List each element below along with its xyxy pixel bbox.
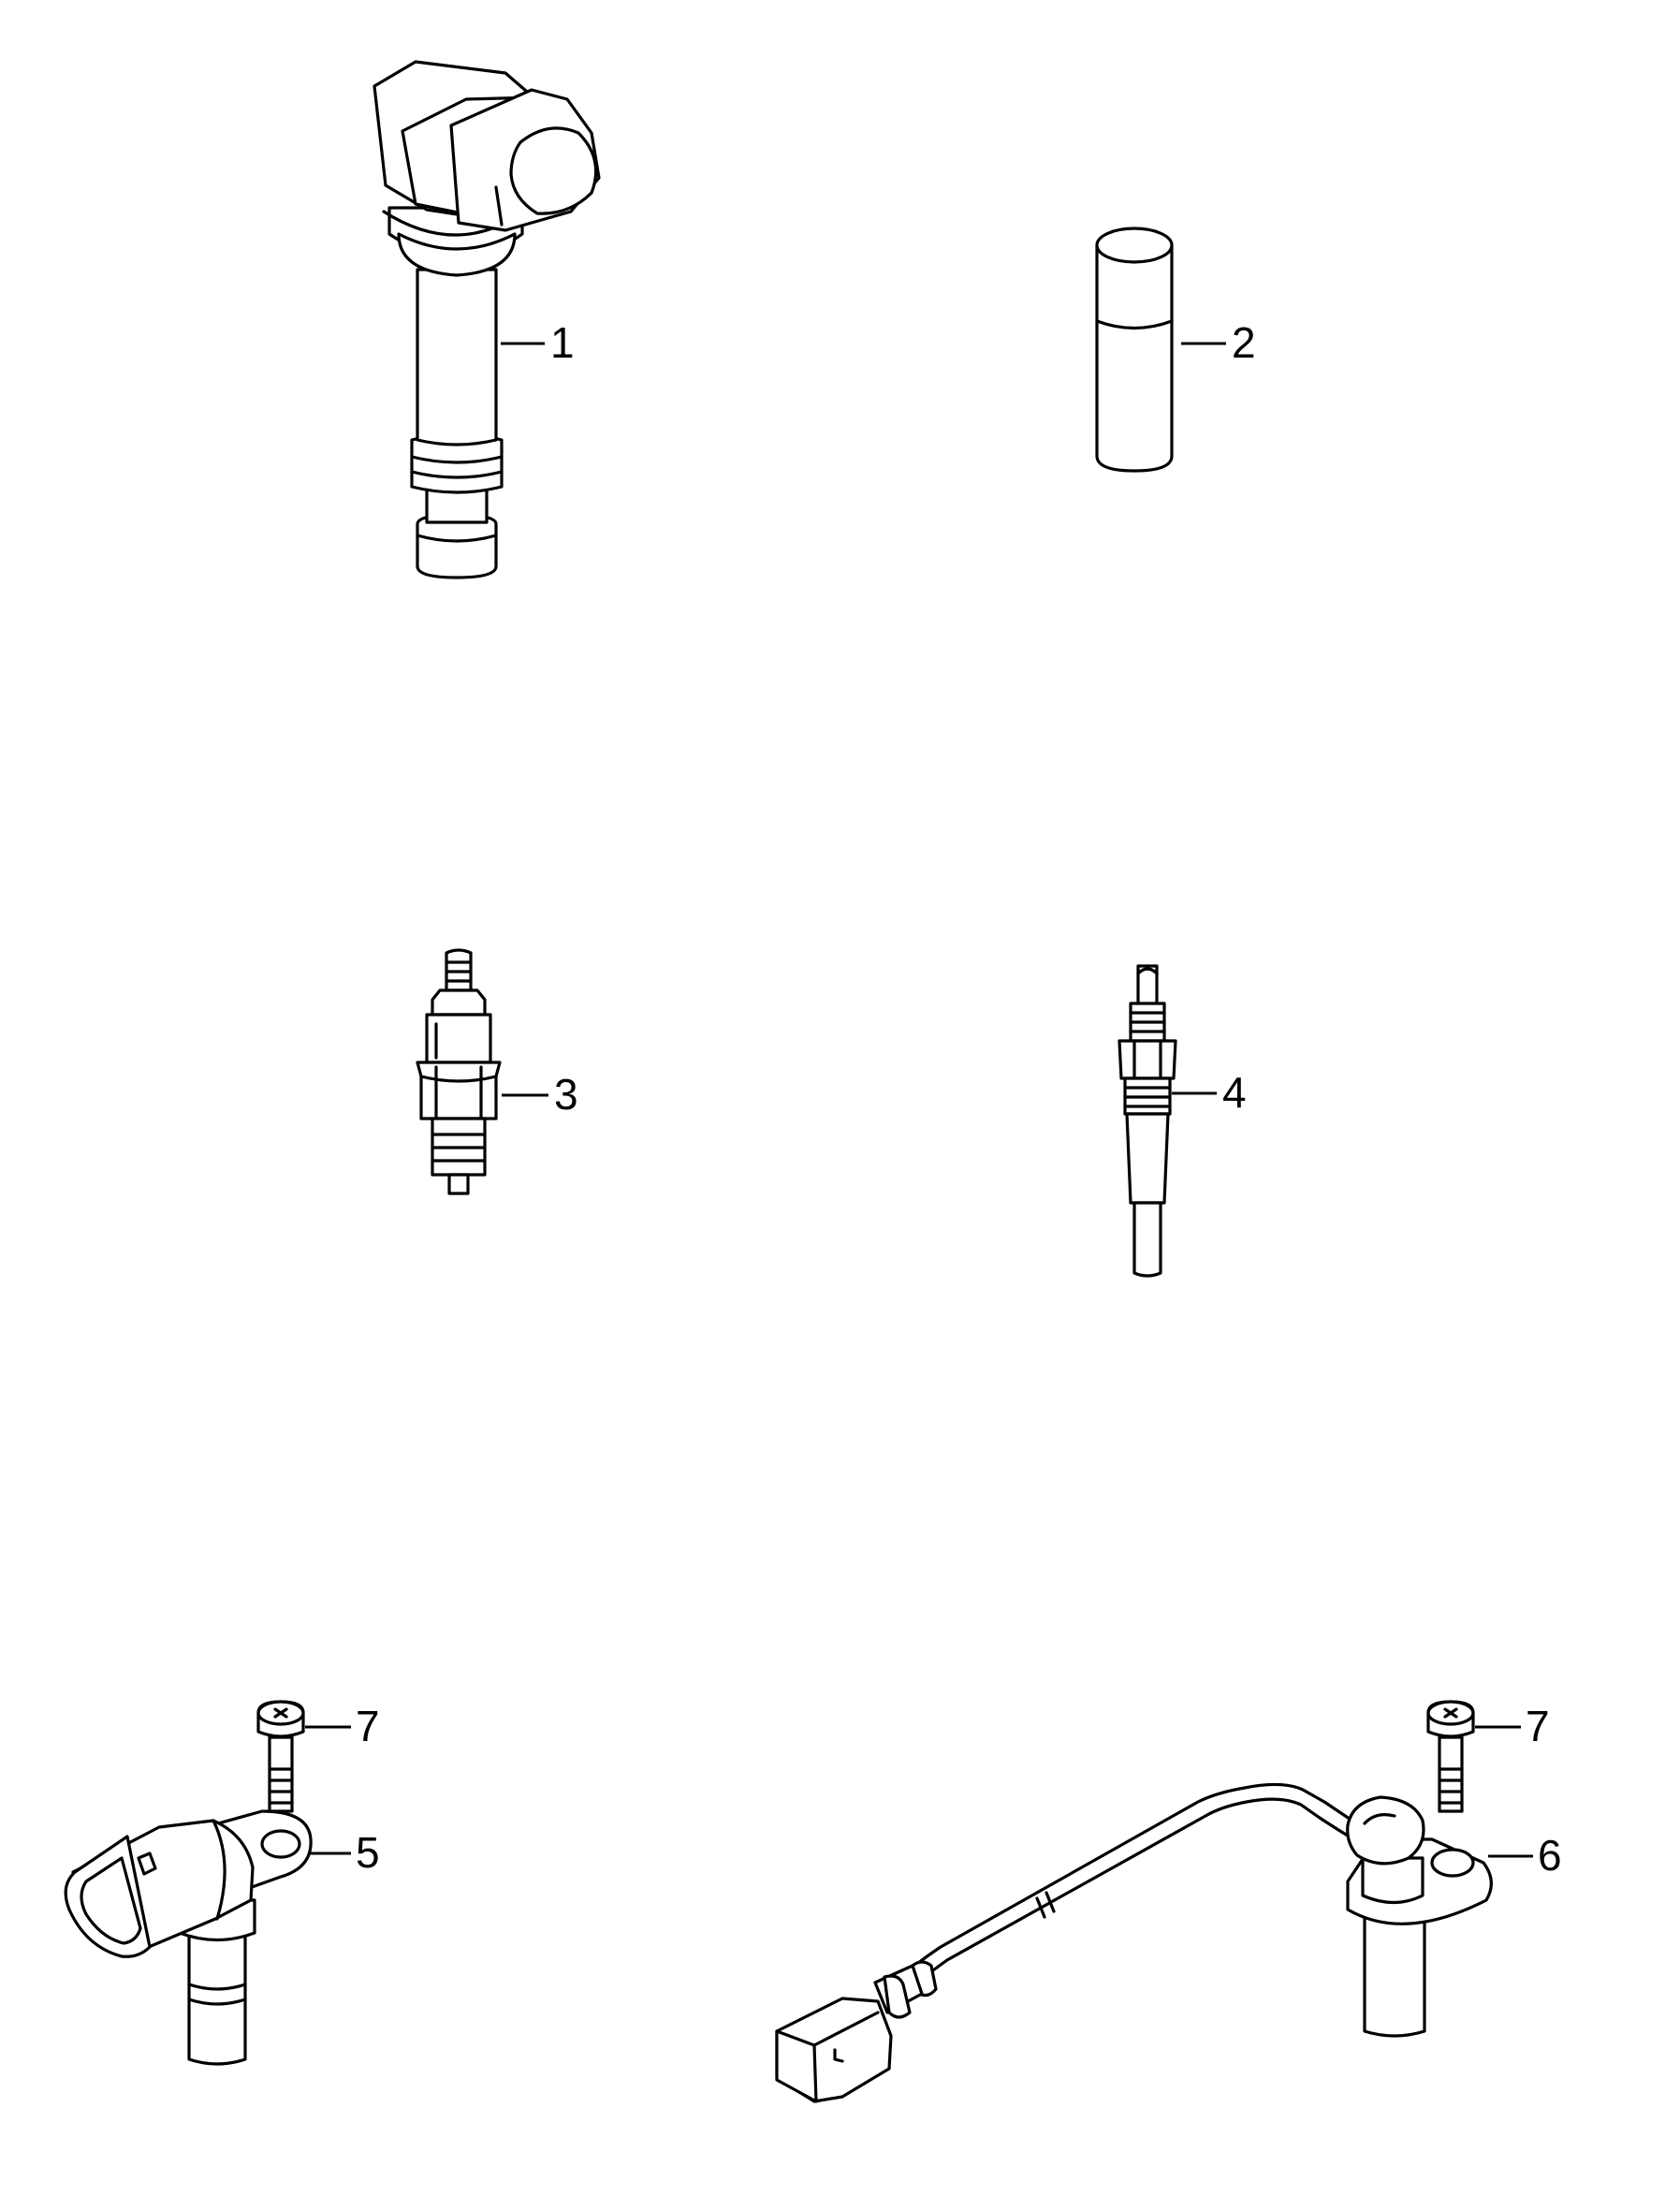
callout-1: 1	[550, 318, 575, 367]
camshaft-sensor	[64, 1809, 313, 2066]
callout-4: 4	[1222, 1068, 1247, 1117]
bolt-right	[1426, 1700, 1475, 1813]
callout-7-right: 7	[1526, 1702, 1550, 1750]
ignition-coil	[373, 60, 601, 579]
cap-part	[1095, 227, 1174, 473]
callout-5: 5	[356, 1828, 380, 1877]
spark-plug	[416, 948, 502, 1195]
bolt-left	[256, 1700, 305, 1813]
callout-2: 2	[1232, 318, 1256, 367]
callout-6: 6	[1538, 1831, 1562, 1880]
crankshaft-sensor	[775, 1782, 1493, 2103]
callout-3: 3	[554, 1070, 578, 1119]
callout-7-left: 7	[356, 1702, 380, 1750]
glow-plug	[1118, 964, 1177, 1278]
